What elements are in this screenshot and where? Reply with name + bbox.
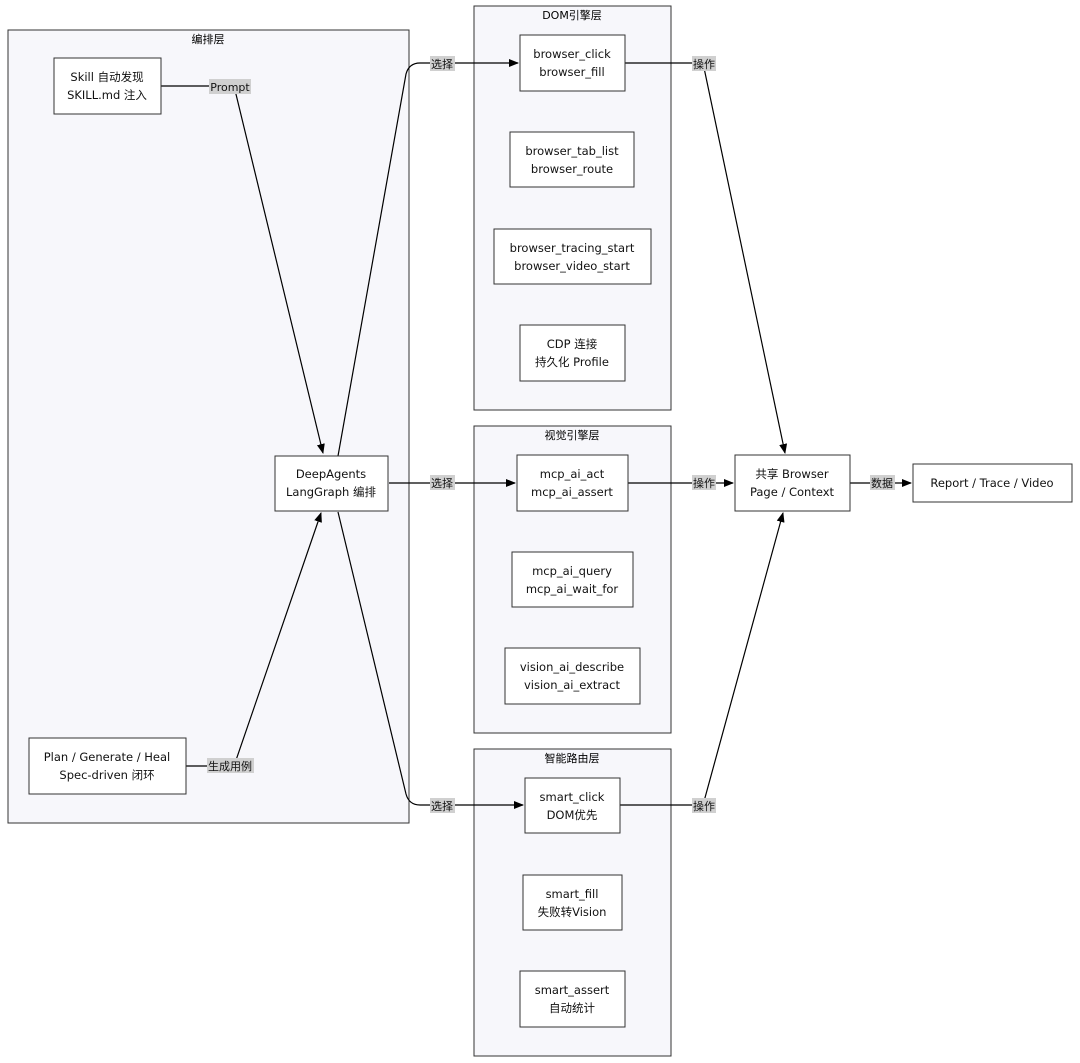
node-cdp-connection: CDP 连接 持久化 Profile xyxy=(519,324,626,382)
svg-text:mcp_ai_assert: mcp_ai_assert xyxy=(531,485,613,499)
node-smart-assert: smart_assert 自动统计 xyxy=(519,970,626,1028)
svg-text:mcp_ai_wait_for: mcp_ai_wait_for xyxy=(526,582,619,596)
svg-text:DOM优先: DOM优先 xyxy=(547,808,598,822)
svg-text:smart_fill: smart_fill xyxy=(546,887,599,901)
svg-text:mcp_ai_query: mcp_ai_query xyxy=(532,564,612,578)
edge-deepagents-to-dom xyxy=(337,59,519,457)
node-vision-ai: vision_ai_describe vision_ai_extract xyxy=(504,647,641,705)
node-deepagents: DeepAgents LangGraph 编排 xyxy=(274,455,389,512)
cluster-orchestration: 编排层 xyxy=(7,29,410,824)
svg-text:CDP 连接: CDP 连接 xyxy=(547,337,598,351)
svg-text:Prompt: Prompt xyxy=(210,81,250,94)
svg-text:选择: 选择 xyxy=(431,799,453,813)
svg-text:自动统计: 自动统计 xyxy=(549,1001,595,1015)
cluster-smart-routing-title: 智能路由层 xyxy=(545,751,600,765)
svg-text:browser_route: browser_route xyxy=(531,162,613,176)
node-plan-generate-heal: Plan / Generate / Heal Spec-driven 闭环 xyxy=(28,737,187,795)
edge-label-op-dom: 操作 xyxy=(692,56,716,71)
node-mcp-ai-act: mcp_ai_act mcp_ai_assert xyxy=(516,454,629,512)
svg-text:持久化 Profile: 持久化 Profile xyxy=(535,355,609,369)
svg-text:browser_fill: browser_fill xyxy=(539,65,604,79)
svg-text:vision_ai_extract: vision_ai_extract xyxy=(524,678,621,692)
node-report: Report / Trace / Video xyxy=(912,463,1073,503)
node-skill-discovery: Skill 自动发现 SKILL.md 注入 xyxy=(53,57,162,115)
svg-text:数据: 数据 xyxy=(871,476,893,490)
svg-text:操作: 操作 xyxy=(693,476,715,490)
svg-text:browser_click: browser_click xyxy=(533,47,611,61)
cluster-dom-engine-title: DOM引擎层 xyxy=(542,8,602,22)
svg-text:选择: 选择 xyxy=(431,476,453,490)
svg-text:browser_tracing_start: browser_tracing_start xyxy=(510,241,635,255)
cluster-orchestration-title: 编排层 xyxy=(192,32,225,46)
edge-label-op-smart: 操作 xyxy=(692,798,716,813)
node-shared-browser: 共享 Browser Page / Context xyxy=(734,454,851,512)
svg-text:操作: 操作 xyxy=(693,799,715,813)
cluster-vision-engine-title: 视觉引擎层 xyxy=(545,428,600,442)
svg-text:生成用例: 生成用例 xyxy=(208,759,252,773)
svg-text:Page / Context: Page / Context xyxy=(750,485,835,499)
svg-text:smart_click: smart_click xyxy=(540,790,605,804)
svg-text:mcp_ai_act: mcp_ai_act xyxy=(540,467,605,481)
svg-text:LangGraph 编排: LangGraph 编排 xyxy=(286,485,376,499)
edge-label-op-vision: 操作 xyxy=(692,475,716,490)
svg-text:browser_tab_list: browser_tab_list xyxy=(525,144,619,158)
svg-text:失败转Vision: 失败转Vision xyxy=(538,905,607,919)
edge-deepagents-to-smart xyxy=(337,511,524,809)
node-browser-tab-list: browser_tab_list browser_route xyxy=(509,131,635,188)
edge-label-data: 数据 xyxy=(870,475,895,490)
svg-text:SKILL.md 注入: SKILL.md 注入 xyxy=(67,88,147,102)
svg-text:Skill 自动发现: Skill 自动发现 xyxy=(70,70,143,84)
edge-label-select-vision: 选择 xyxy=(430,475,455,490)
edge-label-select-dom: 选择 xyxy=(430,56,455,71)
edge-label-select-smart: 选择 xyxy=(430,798,455,813)
svg-text:Spec-driven 闭环: Spec-driven 闭环 xyxy=(59,768,154,782)
svg-text:smart_assert: smart_assert xyxy=(535,983,610,997)
node-smart-fill: smart_fill 失败转Vision xyxy=(522,874,623,931)
svg-text:Plan / Generate / Heal: Plan / Generate / Heal xyxy=(44,750,171,764)
node-browser-tracing: browser_tracing_start browser_video_star… xyxy=(493,228,652,285)
svg-text:操作: 操作 xyxy=(693,57,715,71)
node-mcp-ai-query: mcp_ai_query mcp_ai_wait_for xyxy=(511,551,634,608)
svg-text:共享 Browser: 共享 Browser xyxy=(755,467,829,481)
node-browser-click: browser_click browser_fill xyxy=(519,34,626,92)
svg-text:browser_video_start: browser_video_start xyxy=(514,259,630,273)
edge-label-prompt: Prompt xyxy=(209,79,251,94)
edge-label-generate: 生成用例 xyxy=(207,758,254,773)
svg-text:Report / Trace / Video: Report / Trace / Video xyxy=(930,476,1053,490)
node-smart-click: smart_click DOM优先 xyxy=(524,777,621,834)
svg-text:vision_ai_describe: vision_ai_describe xyxy=(520,660,624,674)
svg-text:DeepAgents: DeepAgents xyxy=(296,467,366,481)
svg-text:选择: 选择 xyxy=(431,57,453,71)
